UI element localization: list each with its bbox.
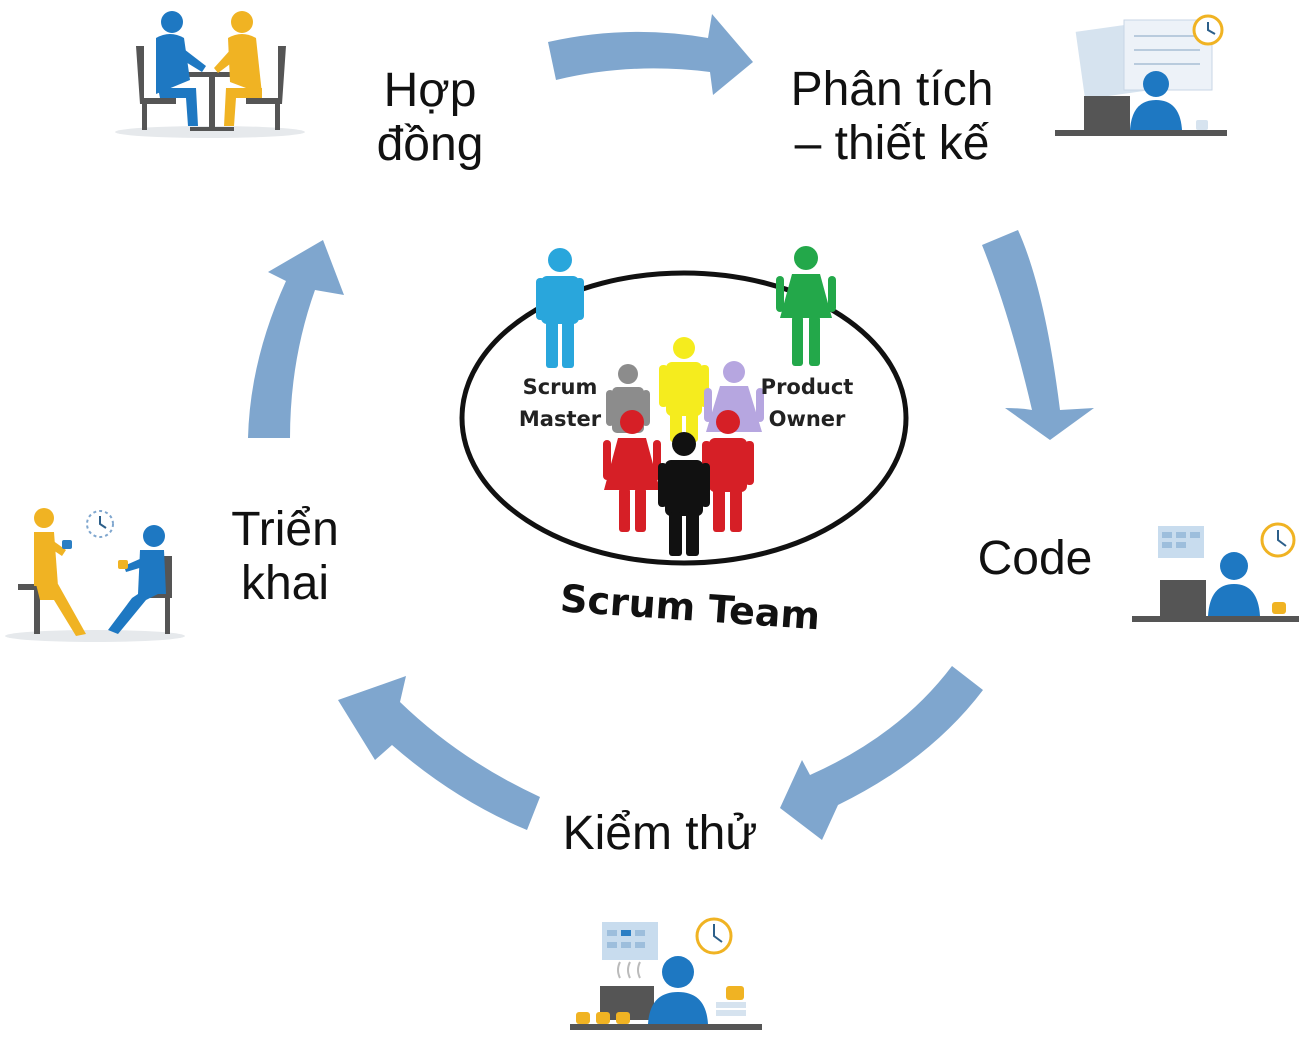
- phase-label-contract-line2: đồng: [376, 118, 484, 171]
- phase-label-deploy-line2: khai: [240, 557, 330, 610]
- product-owner-figure: [776, 246, 836, 366]
- phase-label-test-line1: Kiểm thử: [562, 807, 758, 860]
- scrum-master-figure: [536, 248, 584, 368]
- team-ellipse: [459, 270, 909, 566]
- arrow-contract-to-design: [548, 14, 753, 95]
- phase-label-contract-line1: Hợp: [383, 64, 477, 117]
- product-owner-label-line1: Product: [760, 375, 854, 399]
- design-work-icon: [1055, 14, 1227, 136]
- scrum-team-group: [459, 246, 909, 566]
- scrum-master-label: Scrum Master: [508, 371, 612, 435]
- member-red-woman-figure: [603, 410, 661, 532]
- arrow-code-to-test: [780, 666, 983, 840]
- product-owner-label: Product Owner: [752, 371, 862, 435]
- arrow-design-to-code: [982, 230, 1094, 440]
- member-yellow-figure: [659, 337, 709, 442]
- phase-label-test: Kiểm thử: [530, 807, 790, 861]
- member-red-man-figure: [702, 410, 754, 532]
- scrum-master-label-line1: Scrum: [522, 375, 598, 399]
- scrum-master-label-line2: Master: [518, 407, 602, 431]
- arrow-test-to-deploy: [338, 676, 540, 830]
- phase-label-code: Code: [950, 532, 1120, 586]
- arrow-deploy-to-contract: [248, 240, 344, 438]
- coding-work-icon: [1132, 522, 1299, 622]
- phase-label-design-line2: – thiết kế: [794, 117, 990, 170]
- phase-label-deploy: Triển khai: [190, 503, 380, 611]
- testing-work-icon: [570, 917, 762, 1030]
- deploy-chat-icon: [5, 508, 185, 642]
- member-black-figure: [658, 432, 710, 556]
- phase-label-contract: Hợp đồng: [330, 64, 530, 172]
- phase-label-design: Phân tích – thiết kế: [752, 63, 1032, 171]
- phase-label-code-line1: Code: [977, 532, 1093, 585]
- phase-label-deploy-line1: Triển: [231, 503, 339, 556]
- phase-label-design-line1: Phân tích: [790, 63, 994, 116]
- meeting-icon: [115, 11, 305, 138]
- product-owner-label-line2: Owner: [768, 407, 846, 431]
- cycle-arrows: [248, 14, 1094, 840]
